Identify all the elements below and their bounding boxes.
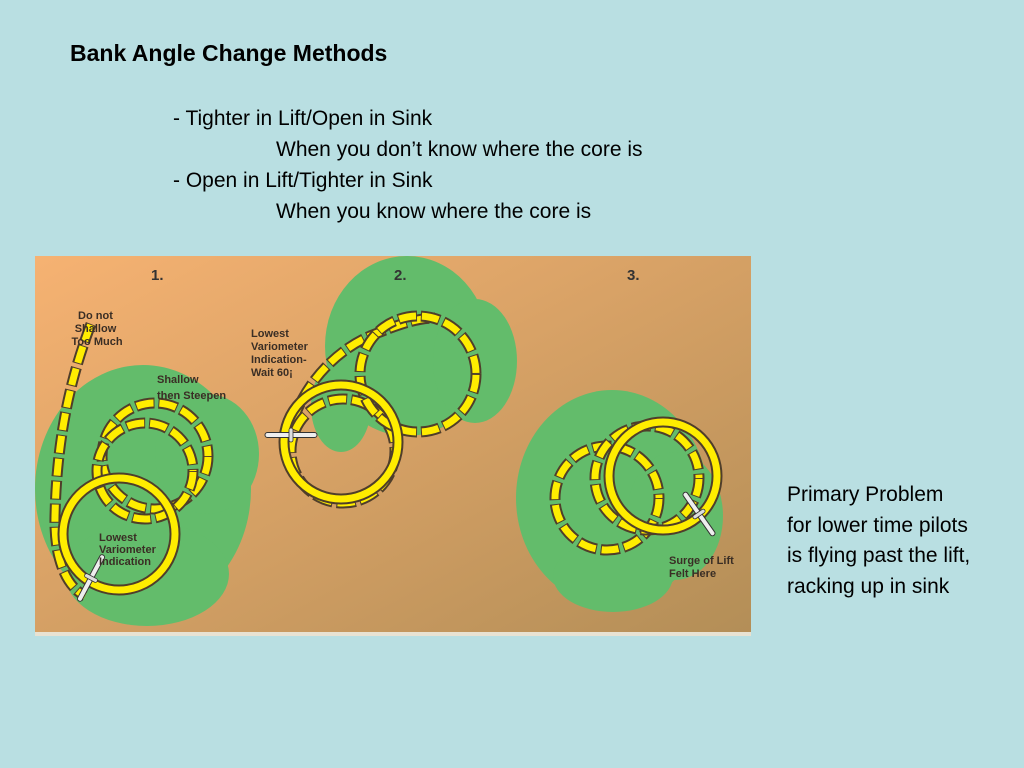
label-surge-of-lift: Surge of Lift Felt Here (669, 555, 737, 580)
note-line: for lower time pilots (787, 513, 968, 537)
label-do-not-shallow: Do not Shallow Too Much (71, 310, 122, 348)
diagram-svg: 1. 2. 3. Do not Shallow Too Much Shallow… (35, 256, 751, 636)
primary-problem-note: Primary Problem for lower time pilots is… (787, 480, 1022, 602)
label-lowest-variometer-wait: Lowest Variometer Indication- Wait 60¡ (251, 328, 311, 379)
note-line: is flying past the lift, (787, 544, 971, 567)
path-1-solid-circle (59, 474, 179, 594)
method-1-rule: - Tighter in Lift/Open in Sink (173, 107, 433, 130)
panel-3-flight-path (549, 416, 723, 556)
path-3-solid-circle (605, 418, 721, 534)
panel-1-flight-path (49, 322, 214, 601)
note-line: racking up in sink (787, 574, 950, 598)
label-lowest-variometer-1: Lowest Variometer Indication (99, 532, 159, 568)
method-2-rule: - Open in Lift/Tighter in Sink (173, 169, 433, 192)
diagram-bottom-edge (35, 632, 751, 636)
method-1-condition: When you don’t know where the core is (276, 138, 643, 161)
glider-icon (682, 491, 716, 537)
thermal-centering-diagram: 1. 2. 3. Do not Shallow Too Much Shallow… (35, 256, 751, 636)
path-1-dashed-circle-b (93, 419, 197, 523)
panel-number-2: 2. (394, 267, 407, 284)
path-2-dashed-circle-b-outline (354, 310, 482, 438)
path-1-entry (51, 322, 95, 600)
method-2-condition: When you know where the core is (276, 200, 592, 223)
glider-icon (76, 554, 106, 602)
panel-number-1: 1. (151, 267, 164, 284)
label-shallow-then-steepen: Shallow then Steepen (157, 374, 226, 402)
note-line: Primary Problem (787, 483, 944, 506)
path-2-solid-circle (280, 381, 402, 503)
panel-2-flight-path (278, 310, 482, 509)
slide-title: Bank Angle Change Methods (70, 40, 388, 66)
panel-number-3: 3. (627, 267, 640, 284)
glider-icon (264, 427, 318, 443)
